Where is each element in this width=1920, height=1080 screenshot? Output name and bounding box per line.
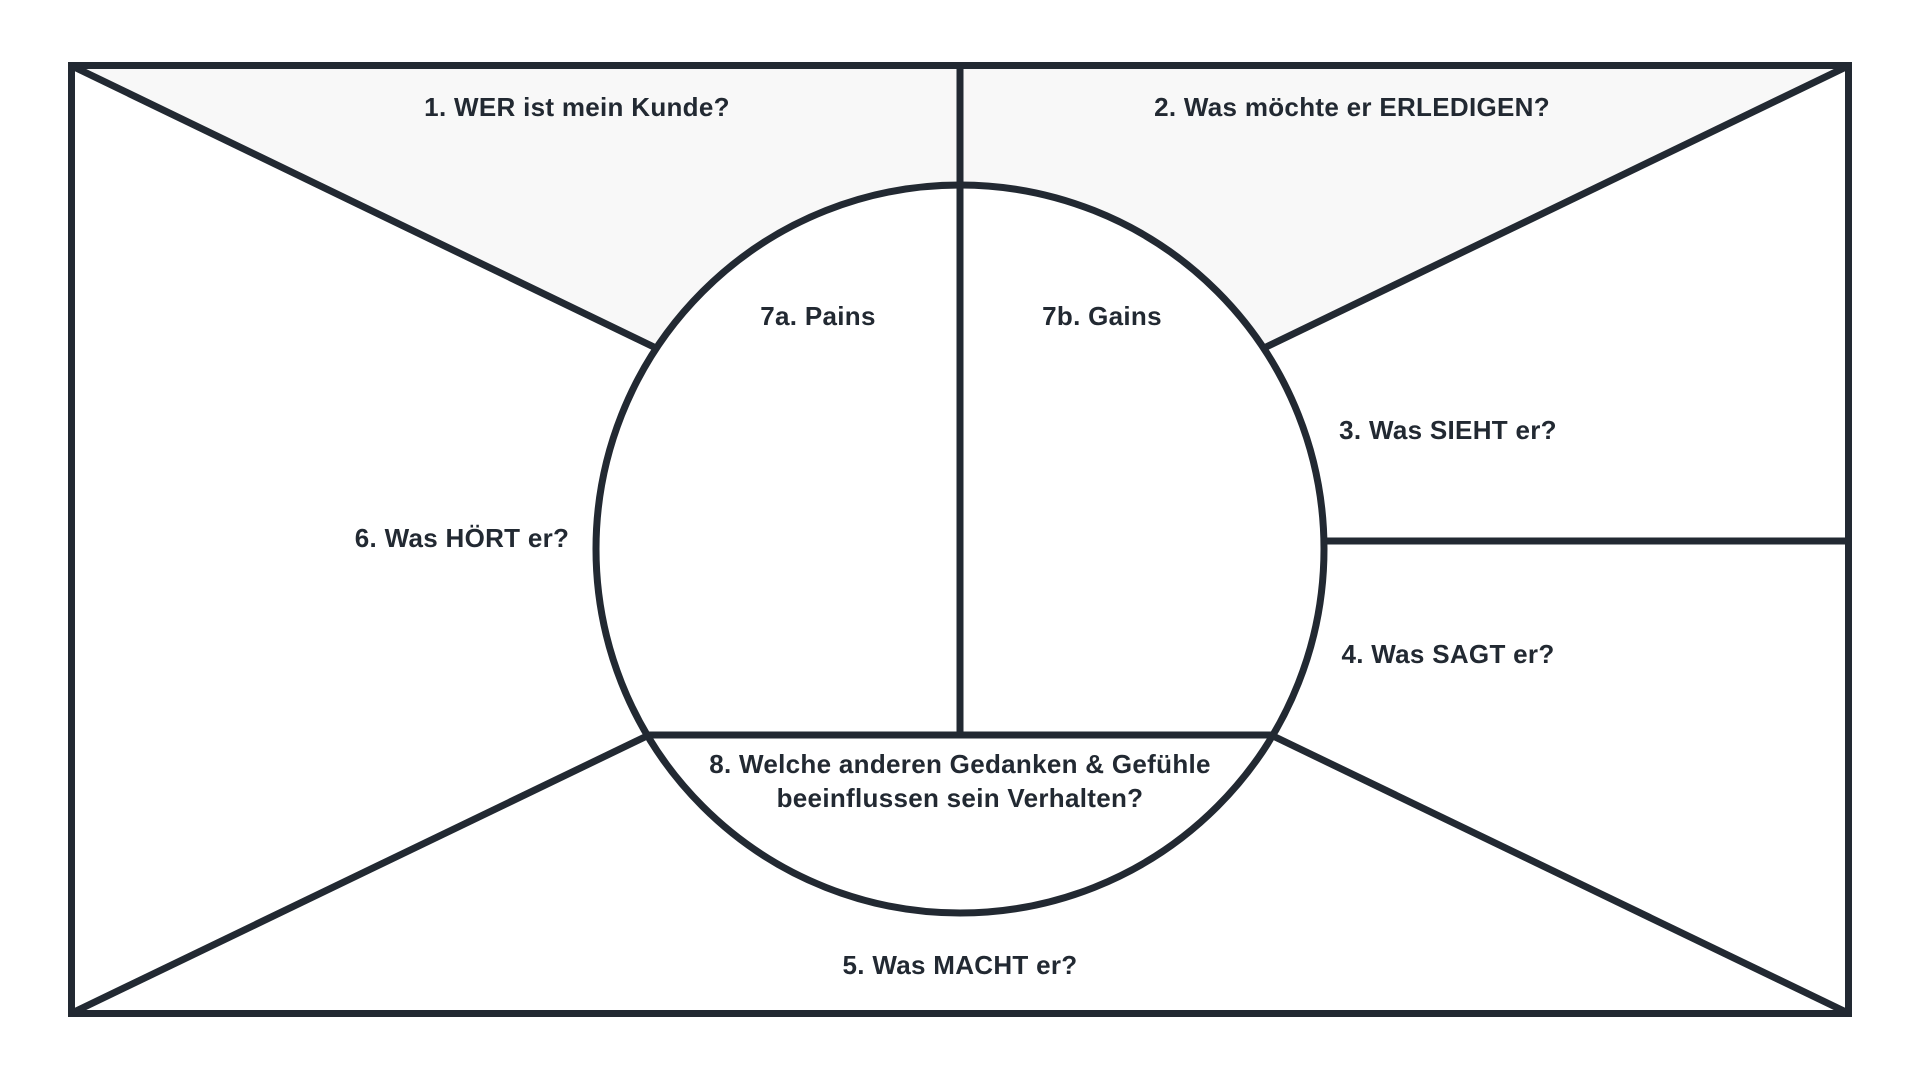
section-7a-pains-label: 7a. Pains <box>760 301 876 331</box>
divider-top-right-diagonal <box>1260 62 1850 353</box>
section-2-jobs-label: 2. Was möchte er ERLEDIGEN? <box>1154 92 1550 122</box>
section-7b-gains-label: 7b. Gains <box>1042 301 1162 331</box>
divider-bottom-left-diagonal <box>70 731 651 1017</box>
section-5-do-label: 5. Was MACHT er? <box>842 950 1078 980</box>
divider-bottom-right-diagonal <box>1269 731 1850 1017</box>
section-8-thoughts-line2: beeinflussen sein Verhalten? <box>776 783 1144 813</box>
section-6-hear-label: 6. Was HÖRT er? <box>354 523 570 553</box>
section-8-thoughts-label: 8. Welche anderen Gedanken & Gefühle bee… <box>709 747 1211 815</box>
outer-border <box>68 62 1852 1017</box>
section-3-see-label: 3. Was SIEHT er? <box>1339 415 1557 445</box>
divider-top-left-diagonal <box>70 62 660 353</box>
section-4-say-label: 4. Was SAGT er? <box>1341 639 1555 669</box>
section-8-thoughts-line1: 8. Welche anderen Gedanken & Gefühle <box>709 749 1211 779</box>
section-1-who-label: 1. WER ist mein Kunde? <box>424 92 730 122</box>
